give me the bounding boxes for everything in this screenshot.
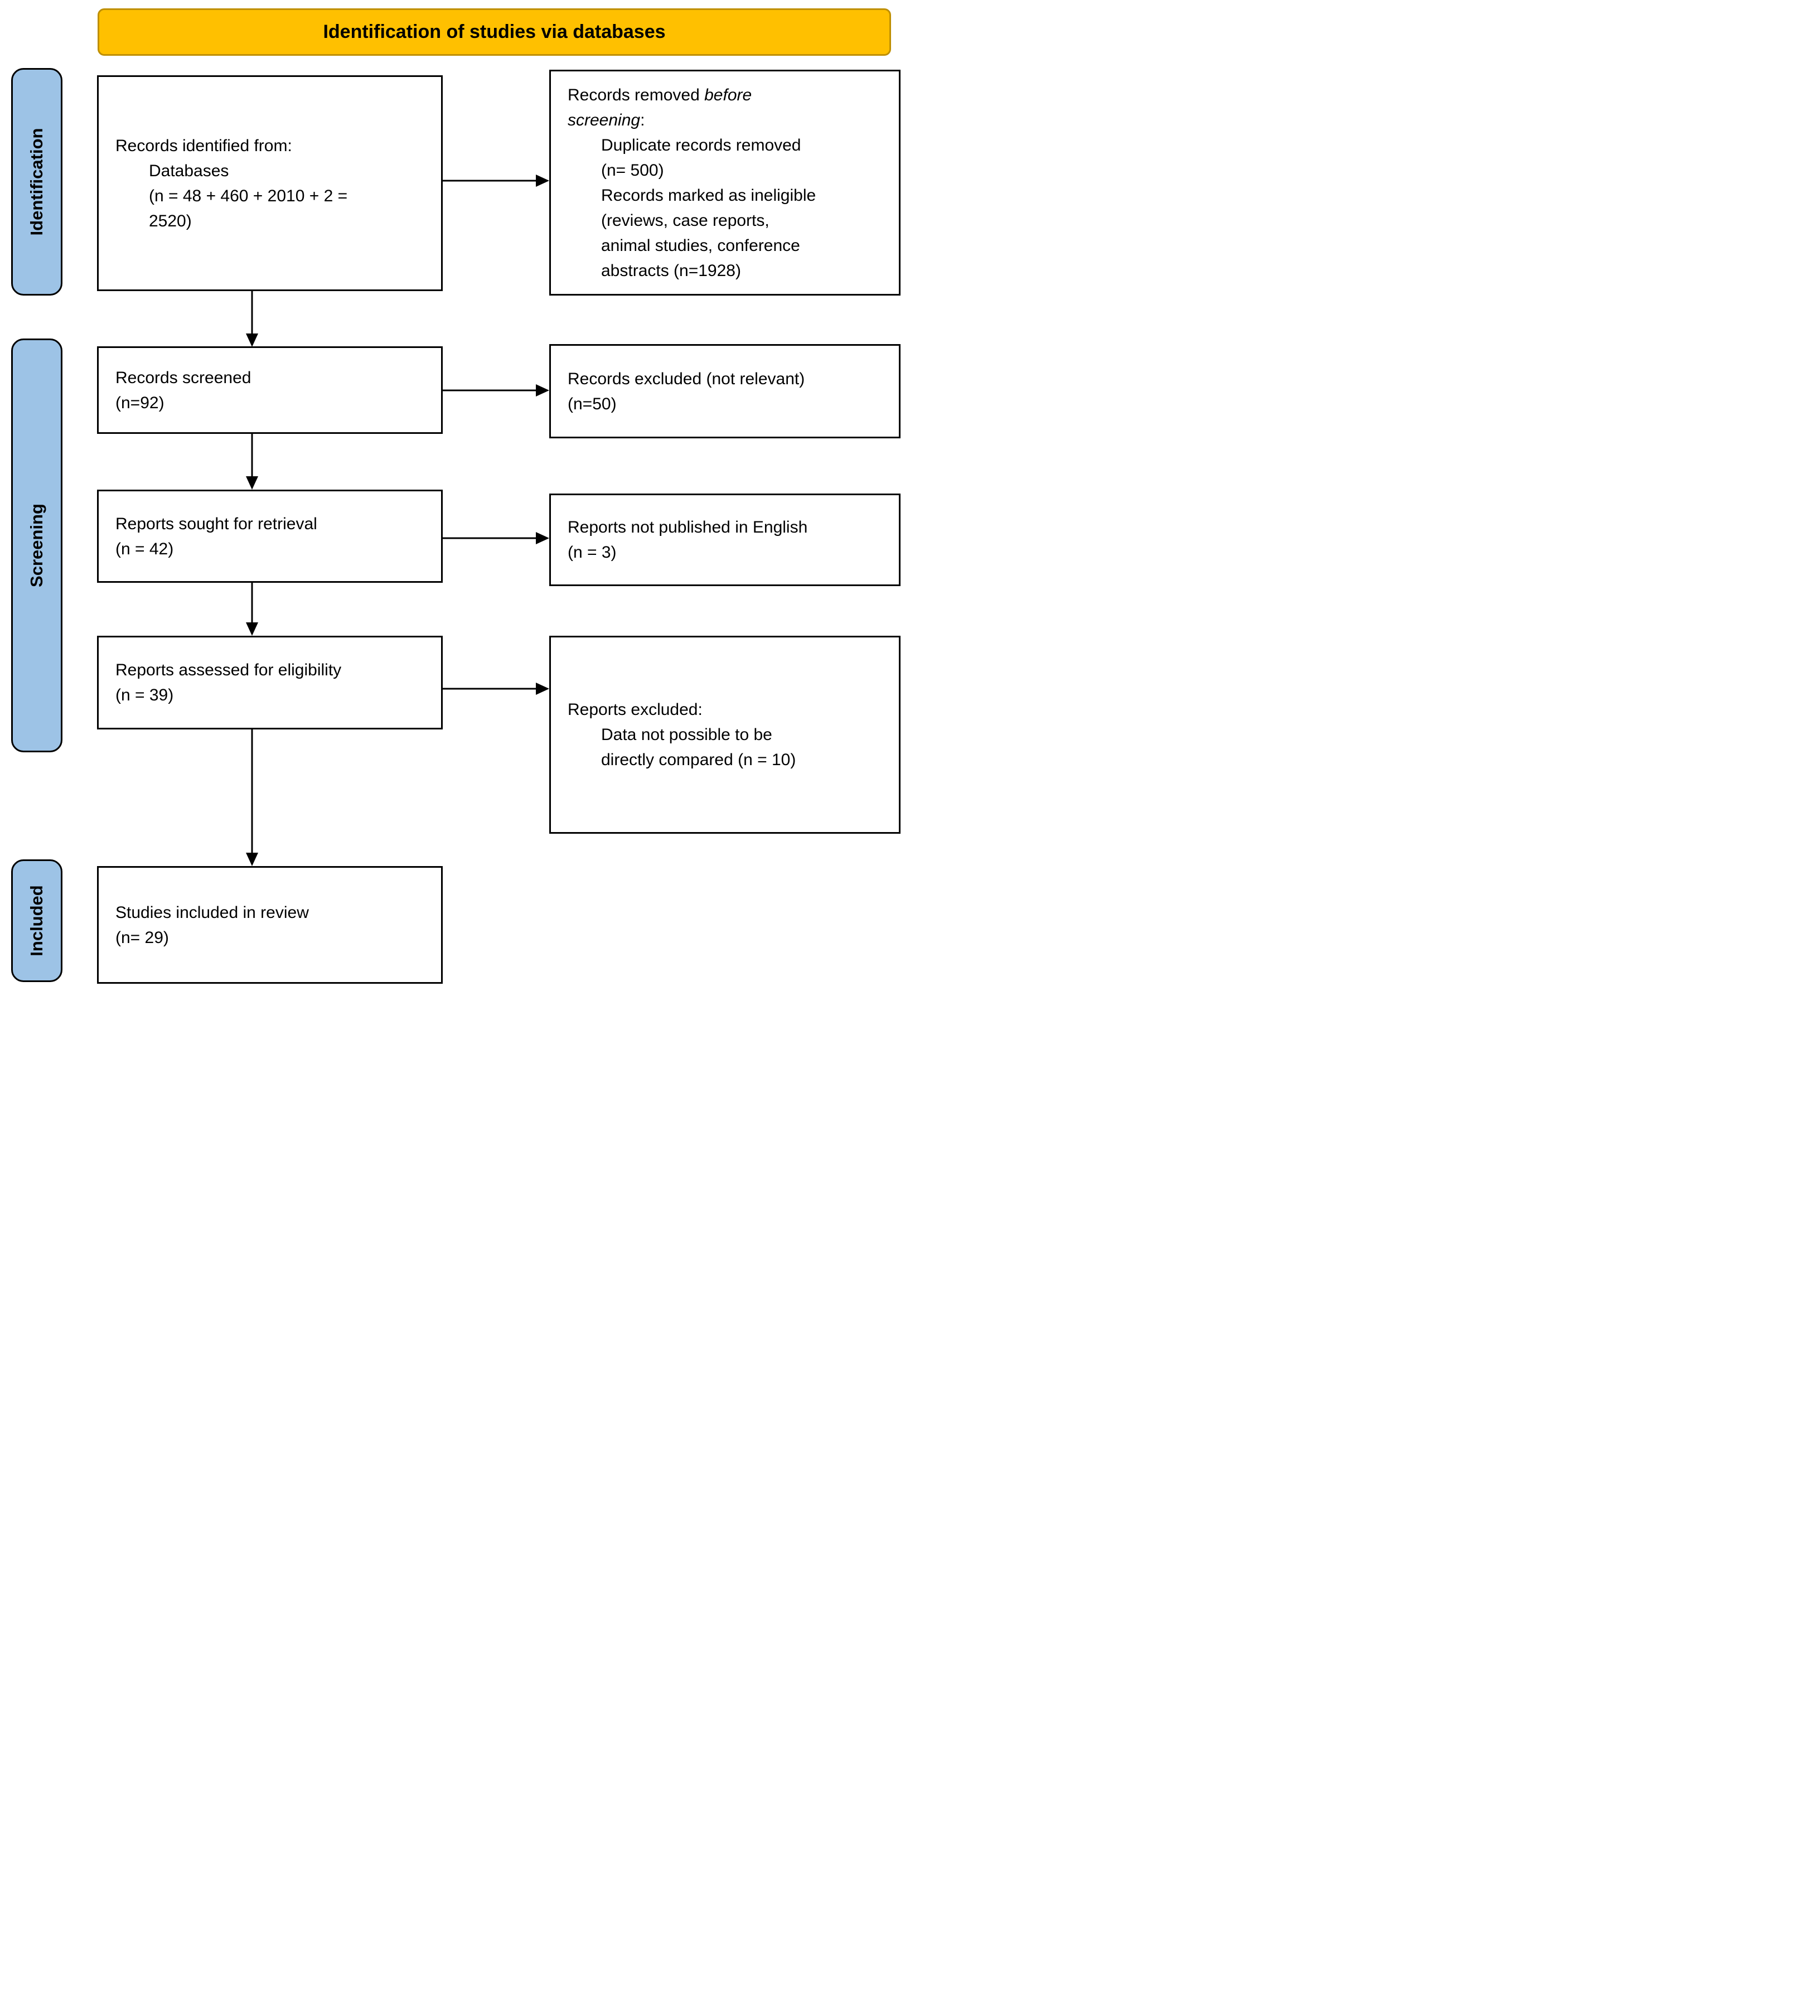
banner: Identification of studies via databases [98,8,891,56]
arrow-sought-to-assessed [246,583,258,636]
records-identified-line3: (n = 48 + 460 + 2010 + 2 = 2520) [149,186,348,230]
stage-label-screening-text: Screening [27,504,46,587]
studies-included-line1: Studies included in review [115,903,309,922]
records-removed-line1: Records removed before screening: [568,83,768,133]
reports-assessed-line2: (n = 39) [115,686,174,704]
records-removed-line1-italic: before screening [568,85,752,129]
reports-excluded-line1: Reports excluded: [568,700,703,719]
arrow-assessed-to-included [246,729,258,866]
records-excluded-line2: (n=50) [568,394,617,413]
records-removed-line1-pre: Records removed [568,85,705,104]
stage-label-identification-text: Identification [27,128,46,236]
records-removed-line3: Records marked as ineligible (reviews, c… [601,186,816,280]
box-reports-not-english: Reports not published in English (n = 3) [549,494,901,586]
box-reports-sought: Reports sought for retrieval (n = 42) [97,490,443,583]
arrow-assessed-to-reports-excluded [443,683,549,695]
banner-title: Identification of studies via databases [323,21,666,42]
box-records-excluded: Records excluded (not relevant) (n=50) [549,344,901,438]
reports-not-english-line1: Reports not published in English [568,518,808,536]
reports-excluded-line2: Data not possible to be directly compare… [601,726,796,769]
box-studies-included: Studies included in review (n= 29) [97,866,443,984]
reports-not-english-line2: (n = 3) [568,543,617,562]
stage-label-identification: Identification [11,68,62,296]
box-reports-excluded: Reports excluded: Data not possible to b… [549,636,901,834]
records-excluded-line1: Records excluded (not relevant) [568,369,805,388]
box-records-screened: Records screened (n=92) [97,346,443,434]
stage-label-screening: Screening [11,339,62,752]
reports-sought-line1: Reports sought for retrieval [115,514,317,533]
box-records-removed: Records removed before screening: Duplic… [549,70,901,296]
records-identified-line2: Databases [149,161,229,180]
reports-sought-line2: (n = 42) [115,539,174,558]
prisma-flow-diagram: Identification of studies via databases … [0,0,910,1008]
reports-assessed-line1: Reports assessed for eligibility [115,661,342,679]
arrow-identified-to-removed [443,175,549,187]
records-removed-line2: Duplicate records removed (n= 500) [601,136,801,180]
studies-included-line2: (n= 29) [115,928,169,947]
records-screened-line1: Records screened [115,368,251,387]
arrow-identified-to-screened [246,291,258,347]
records-removed-line1-post: : [640,110,645,129]
box-reports-assessed: Reports assessed for eligibility (n = 39… [97,636,443,729]
arrow-sought-to-not-english [443,532,549,544]
records-screened-line2: (n=92) [115,393,164,412]
stage-label-included: Included [11,859,62,982]
stage-label-included-text: Included [27,885,46,956]
records-identified-line1: Records identified from: [115,136,292,155]
arrow-screened-to-excluded [443,384,549,397]
arrow-screened-to-sought [246,434,258,490]
box-records-identified: Records identified from: Databases (n = … [97,75,443,291]
